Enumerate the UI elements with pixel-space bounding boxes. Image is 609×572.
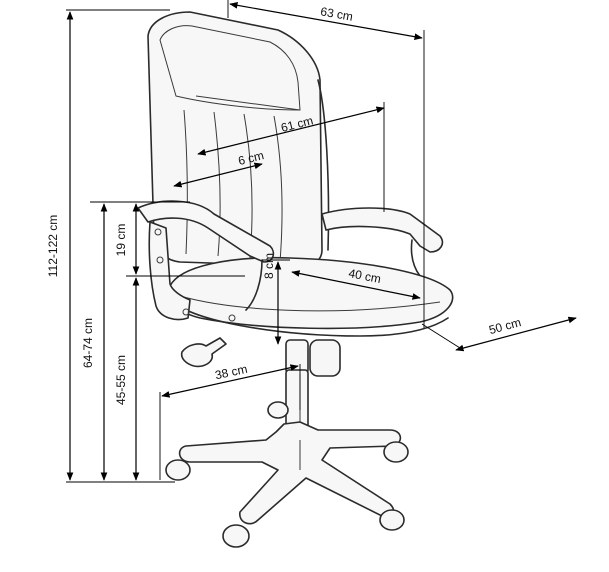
tilt-lever [180, 337, 227, 368]
label-seat-height: 45-55 cm [114, 355, 128, 405]
label-armrest-above-seat: 19 cm [114, 224, 128, 257]
dimension-labels: 112-122 cm 64-74 cm 45-55 cm 19 cm 8 cm … [46, 4, 523, 405]
gas-lift-top [285, 339, 309, 375]
label-backrest-padding: 6 cm [237, 148, 266, 168]
label-overall-width: 63 cm [319, 4, 354, 23]
label-total-height: 112-122 cm [46, 215, 60, 277]
dim-base-radius [161, 364, 299, 398]
office-chair-drawing [137, 11, 454, 548]
label-seat-width: 40 cm [347, 266, 382, 286]
label-base-radius: 38 cm [214, 362, 249, 382]
casters [165, 401, 409, 548]
armrest-left [137, 200, 275, 263]
label-seat-cushion: 8 cm [262, 253, 276, 279]
seat-cushion [168, 256, 454, 330]
dim-overall-depth [455, 316, 577, 352]
gas-lift-cylinder [285, 369, 309, 431]
dim-seat-width [291, 270, 421, 300]
dim-backrest-padding [173, 162, 263, 188]
dimension-lines [66, 0, 577, 483]
armrest-right [321, 207, 444, 253]
dim-backrest-width [197, 106, 385, 156]
star-base [178, 421, 402, 525]
dim-overall-width [229, 2, 423, 40]
label-armrest-height: 64-74 cm [81, 318, 95, 368]
